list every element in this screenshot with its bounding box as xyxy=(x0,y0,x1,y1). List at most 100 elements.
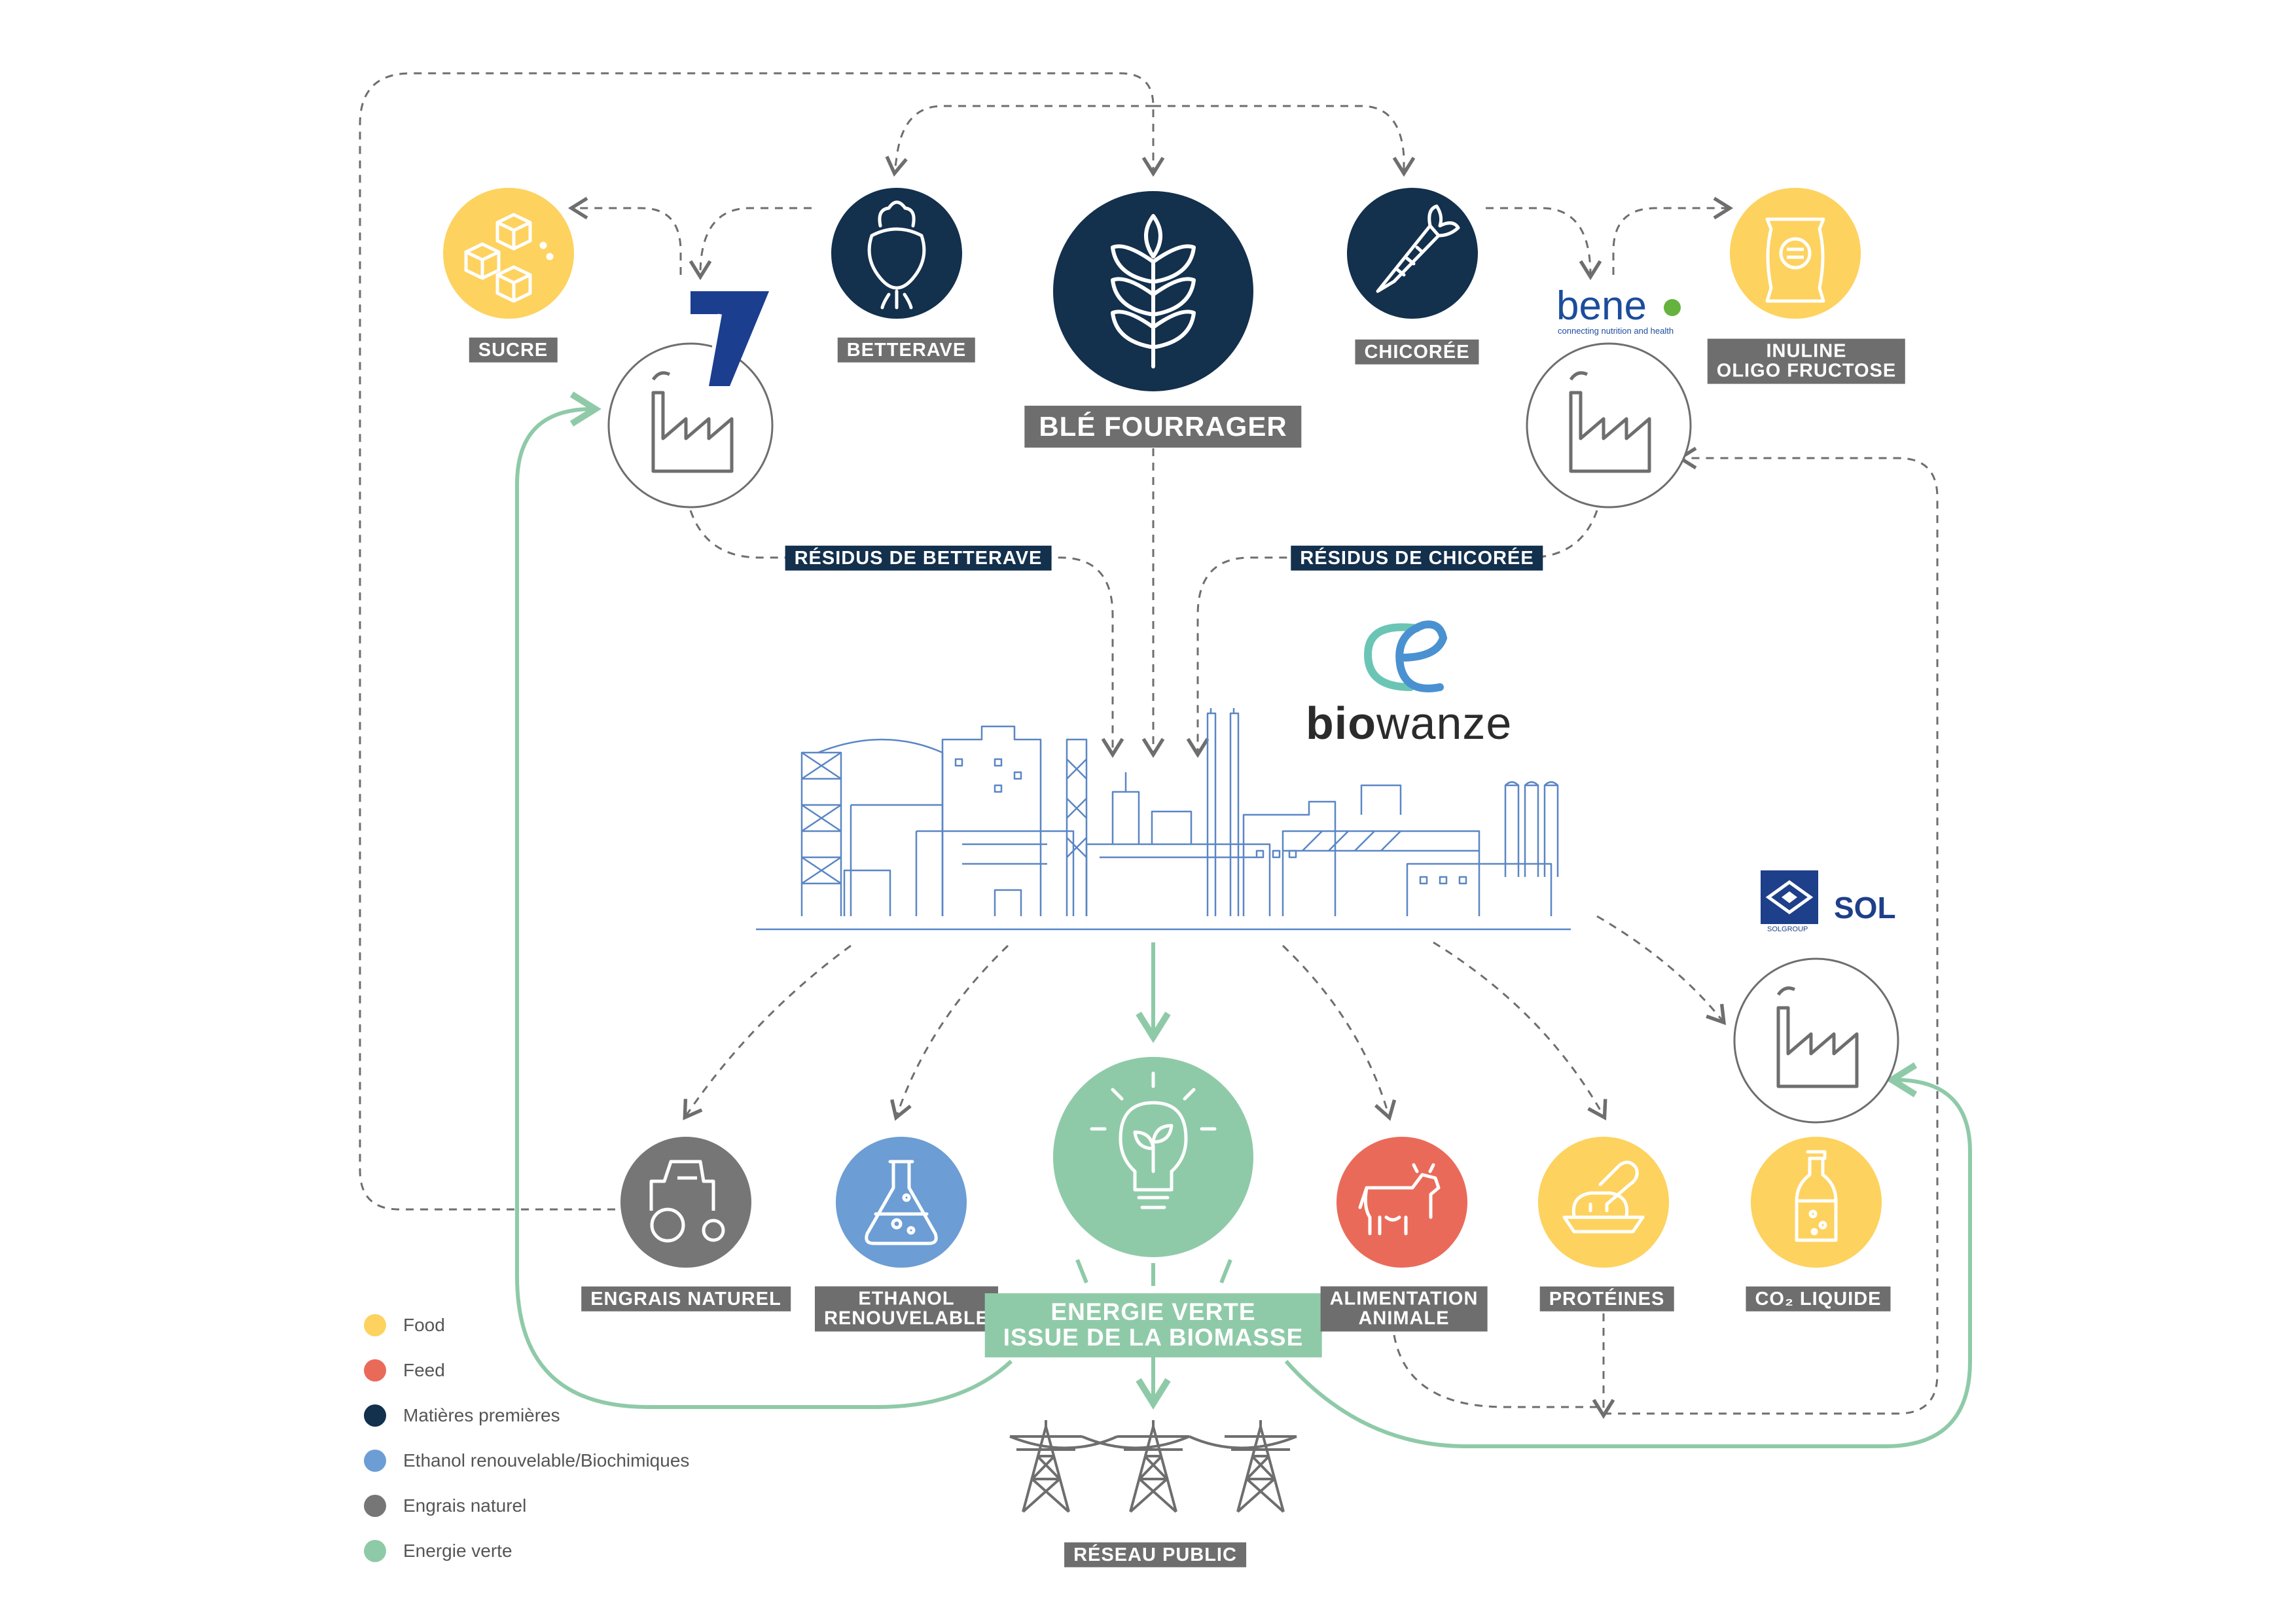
flow-energy-to-sol xyxy=(1284,1062,1972,1448)
legend-swatch xyxy=(364,1494,386,1517)
biowanze-ce-logo xyxy=(1363,620,1448,692)
flow-energy-to-tirlemont xyxy=(515,391,1013,1409)
legend-label: Energie verte xyxy=(403,1540,512,1561)
biowanze-plant-drawing xyxy=(756,708,1571,931)
dashed-flows xyxy=(359,72,1939,1419)
wheat-icon xyxy=(1111,214,1196,368)
legend-item: Food xyxy=(364,1302,689,1347)
legend-swatch xyxy=(364,1313,386,1336)
ethanol-label-line2: RENOUVELABLE xyxy=(823,1308,990,1329)
sol-logo-mark xyxy=(1761,870,1818,924)
sucre-circle xyxy=(443,188,574,319)
energie-label-line2: ISSUE DE LA BIOMASSE xyxy=(1003,1324,1304,1351)
inuline-label: INULINE OLIGO FRUCTOSE xyxy=(1707,338,1906,384)
beneo-factory-circle xyxy=(1526,342,1692,508)
legend-item: Matières premières xyxy=(364,1393,689,1438)
flow-plant-to-engrais xyxy=(683,944,852,1120)
ethanol-label: ETHANOL RENOUVELABLE xyxy=(814,1286,999,1332)
betterave-circle xyxy=(831,188,962,319)
bottle-icon xyxy=(1795,1150,1838,1242)
legend-label: Feed xyxy=(403,1359,445,1380)
tractor-icon xyxy=(649,1160,725,1243)
legend-swatch xyxy=(364,1404,386,1427)
biowanze-logo-text: biowanze xyxy=(1306,697,1512,749)
cow-icon xyxy=(1358,1163,1441,1236)
flow-top-to-betterave xyxy=(885,105,1153,177)
inuline-circle xyxy=(1730,188,1861,319)
ethanol-label-line1: ETHANOL xyxy=(858,1288,955,1310)
sugar-cubes-icon xyxy=(464,213,554,303)
flow-alimentation-down xyxy=(1393,1334,1604,1408)
alimentation-label: ALIMENTATION ANIMALE xyxy=(1320,1286,1488,1332)
energy-ray-left xyxy=(1075,1258,1088,1284)
flow-residus-chicoree xyxy=(1186,510,1598,758)
engrais-label: ENGRAIS NATUREL xyxy=(581,1286,791,1312)
proteines-label: PROTÉINES xyxy=(1539,1286,1674,1312)
flow-beneo-to-inuline xyxy=(1612,196,1734,275)
betterave-label: BETTERAVE xyxy=(837,337,976,363)
flow-top-to-chicoree xyxy=(1153,105,1416,177)
flow-residus-betterave xyxy=(689,510,1124,758)
bread-icon xyxy=(1562,1160,1645,1234)
co2-label: CO₂ LIQUIDE xyxy=(1746,1286,1891,1312)
legend-item: Energie verte xyxy=(364,1528,689,1573)
tirlemont-logo xyxy=(691,291,769,387)
legend-swatch xyxy=(364,1539,386,1562)
factory-icon xyxy=(1569,371,1651,473)
flow-plant-to-sol xyxy=(1596,915,1727,1026)
legend-label: Ethanol renouvelable/Biochimiques xyxy=(403,1450,690,1471)
legend-item: Feed xyxy=(364,1347,689,1393)
sol-group-text: SOLGROUP xyxy=(1767,925,1808,933)
sucre-label: SUCRE xyxy=(469,337,558,363)
residus-betterave-label: RÉSIDUS DE BETTERAVE xyxy=(785,545,1052,571)
factory-icon xyxy=(651,371,734,473)
residus-chicoree-label: RÉSIDUS DE CHICORÉE xyxy=(1291,545,1543,571)
factory-icon xyxy=(1776,986,1859,1088)
green-flows xyxy=(515,391,1972,1448)
flow-plant-to-proteines xyxy=(1433,941,1607,1121)
flow-plant-to-alimentation xyxy=(1282,944,1397,1121)
legend-item: Engrais naturel xyxy=(364,1483,689,1528)
alimentation-label-line2: ANIMALE xyxy=(1358,1308,1450,1329)
inuline-label-line2: OLIGO FRUCTOSE xyxy=(1716,361,1897,382)
legend-label: Engrais naturel xyxy=(403,1495,527,1516)
leaf-bulb-icon xyxy=(1090,1071,1217,1209)
energie-verte-label: ENERGIE VERTE ISSUE DE LA BIOMASSE xyxy=(984,1293,1322,1357)
power-pylon-icon xyxy=(1009,1420,1297,1513)
ethanol-circle xyxy=(836,1137,967,1268)
biowanze-bio: bio xyxy=(1306,698,1376,749)
legend-swatch xyxy=(364,1449,386,1472)
tirlemont-factory-circle xyxy=(607,342,774,508)
alimentation-circle xyxy=(1336,1137,1467,1268)
beneo-logo-text: bene xyxy=(1556,283,1647,329)
flow-betterave-to-factory xyxy=(689,207,812,281)
sack-icon xyxy=(1765,217,1825,303)
legend-swatch xyxy=(364,1359,386,1382)
beet-icon xyxy=(867,200,926,310)
flow-plant-to-ethanol xyxy=(890,944,1009,1121)
chicoree-label: CHICORÉE xyxy=(1355,339,1479,365)
sol-factory-circle xyxy=(1733,957,1899,1124)
proteines-circle xyxy=(1538,1137,1669,1268)
ble-fourrager-label: BLÉ FOURRAGER xyxy=(1024,405,1302,448)
energie-label-line1: ENERGIE VERTE xyxy=(1050,1298,1256,1326)
beneo-dot xyxy=(1664,299,1681,316)
engrais-circle xyxy=(620,1137,751,1268)
energy-ray-right xyxy=(1219,1258,1232,1284)
biowanze-wanze: wanze xyxy=(1376,698,1513,749)
chicoree-circle xyxy=(1347,188,1478,319)
sol-logo-text: SOL xyxy=(1834,891,1896,925)
reseau-public-label: RÉSEAU PUBLIC xyxy=(1064,1542,1246,1568)
flow-chicoree-to-beneo xyxy=(1486,207,1602,281)
flow-engrais-to-fields xyxy=(359,72,1165,1211)
flow-factory-to-sucre xyxy=(567,196,682,275)
alimentation-label-line1: ALIMENTATION xyxy=(1329,1288,1479,1310)
chicory-root-icon xyxy=(1376,204,1460,293)
legend-label: Food xyxy=(403,1314,445,1335)
flask-icon xyxy=(865,1160,938,1245)
inuline-label-line1: INULINE xyxy=(1766,340,1847,362)
beneo-tagline: connecting nutrition and health xyxy=(1558,326,1674,336)
legend-item: Ethanol renouvelable/Biochimiques xyxy=(364,1438,689,1483)
